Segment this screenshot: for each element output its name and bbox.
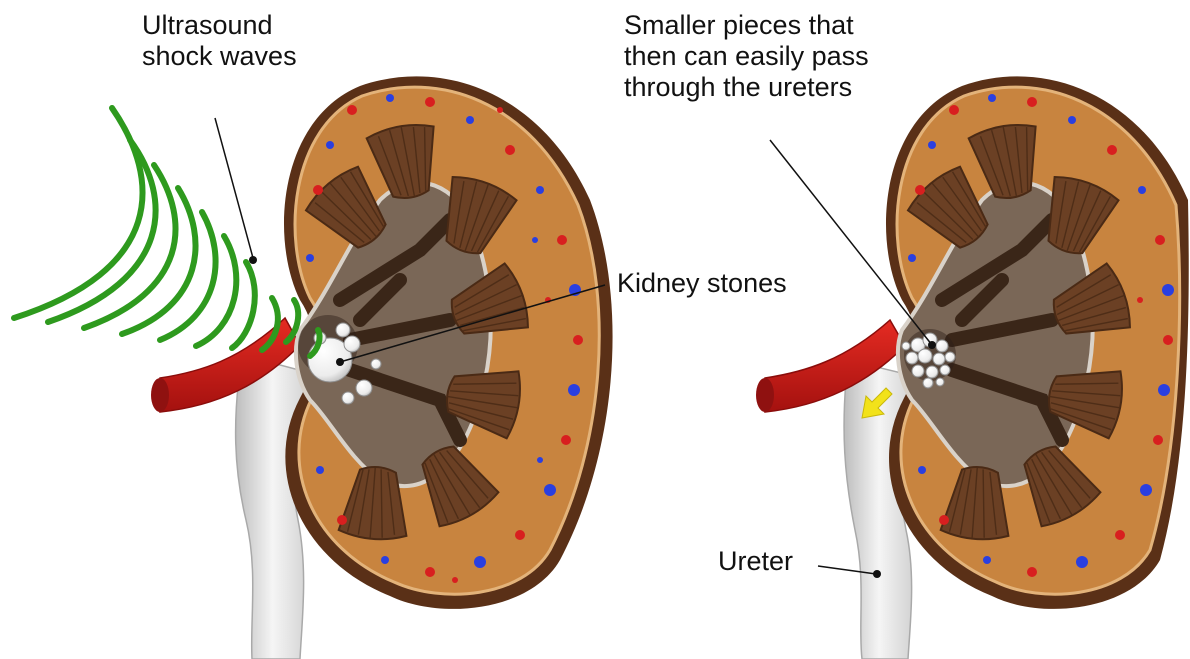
shock-waves-label-line-1: Ultrasound: [142, 10, 297, 41]
shock-waves-label: Ultrasound shock waves: [142, 10, 297, 72]
smaller-pieces-label-line-1: Smaller pieces that: [624, 10, 869, 41]
smaller-pieces-label-line-3: through the ureters: [624, 72, 869, 103]
ureter-label: Ureter: [718, 546, 793, 577]
right-kidney: [756, 76, 1189, 659]
smaller-pieces-label-line-2: then can easily pass: [624, 41, 869, 72]
kidney-stones-label: Kidney stones: [617, 268, 787, 299]
ultrasound-shock-waves: [14, 108, 320, 356]
shock-waves-label-line-2: shock waves: [142, 41, 297, 72]
smaller-pieces-label: Smaller pieces that then can easily pass…: [624, 10, 869, 103]
left-kidney: [151, 76, 613, 659]
shock-waves-leader: [215, 118, 253, 258]
